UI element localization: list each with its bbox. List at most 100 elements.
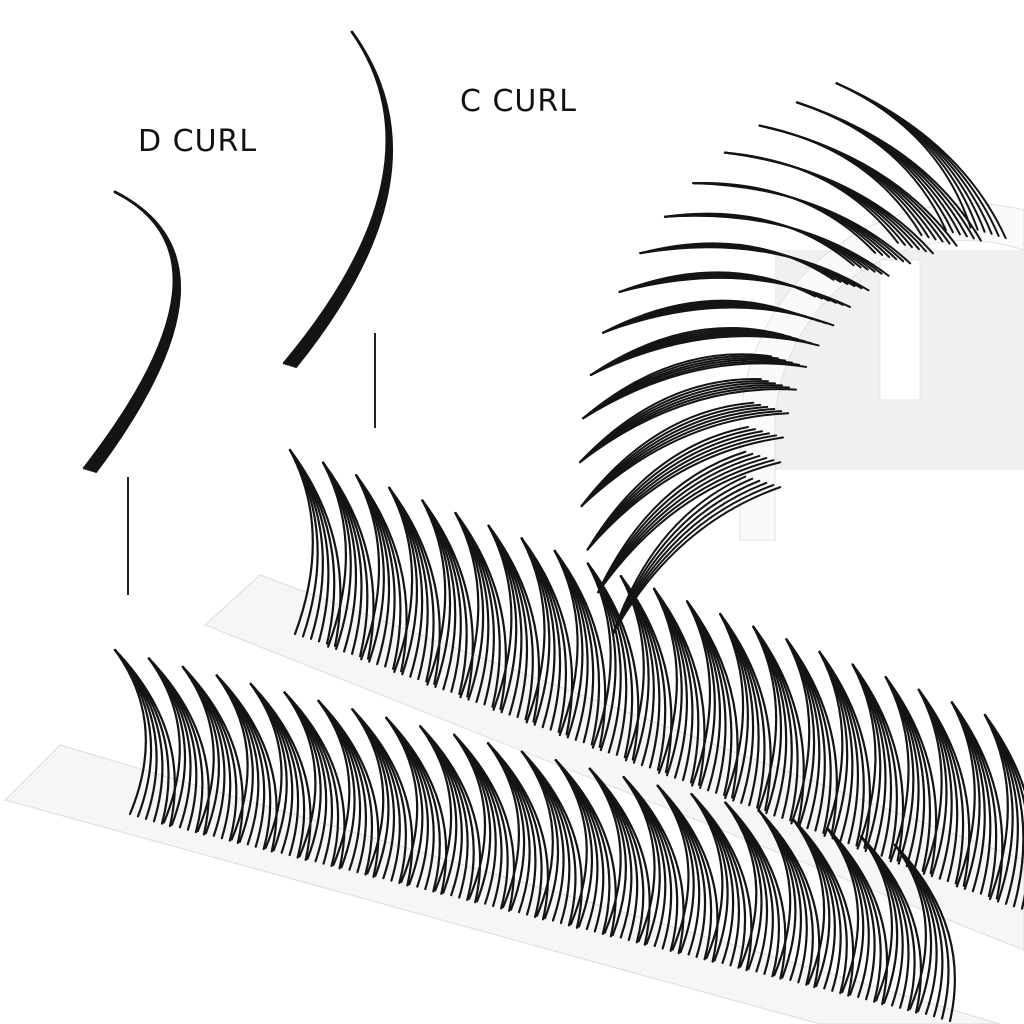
lash-fan	[690, 793, 753, 972]
lash-strand	[290, 30, 392, 367]
lash-fan	[586, 426, 785, 551]
d-curl-tape	[4, 744, 1001, 1024]
lash-strand	[283, 691, 346, 870]
lash-strand	[597, 461, 782, 594]
lash-strand	[317, 699, 380, 878]
lash-strand	[454, 511, 507, 711]
lash-strand	[724, 801, 787, 980]
lash-fan	[719, 612, 772, 812]
lash-strand	[453, 733, 516, 912]
lash-fan	[283, 691, 346, 870]
lash-strand	[288, 30, 391, 367]
lash-strand	[589, 335, 820, 376]
c-curl-lash-strip	[288, 448, 1024, 910]
lash-fan	[288, 448, 342, 648]
lash-strand	[321, 461, 375, 660]
lash-fan	[622, 776, 685, 955]
lash-fan	[486, 742, 549, 921]
lash-strand	[597, 457, 768, 594]
lash-strand	[582, 362, 808, 420]
lash-fan	[639, 242, 870, 292]
lash-strand	[851, 663, 905, 862]
lash-fan	[656, 784, 719, 963]
lash-strand	[792, 818, 855, 997]
lash-strand	[884, 676, 938, 875]
lash-strand	[419, 725, 482, 904]
lash-strand	[554, 759, 617, 938]
lash-strand	[758, 809, 821, 989]
lash-fan	[686, 600, 739, 799]
c-curl-single-lash	[282, 30, 394, 368]
lash-strand	[690, 793, 753, 972]
lash-strand	[602, 306, 835, 334]
lash-strand	[553, 549, 607, 749]
lash-strand	[622, 776, 685, 955]
lash-fan	[663, 212, 890, 277]
lash-fan	[181, 665, 244, 845]
lash-strand	[288, 448, 342, 648]
lash-fan	[553, 549, 607, 749]
lash-strand	[181, 665, 244, 845]
lash-fan	[419, 725, 482, 904]
lash-strand	[487, 524, 541, 723]
lash-fan	[758, 809, 821, 989]
lash-fan	[421, 499, 474, 698]
lash-strand	[286, 30, 390, 366]
lash-fan	[602, 299, 835, 334]
lash-strand	[486, 742, 549, 921]
lash-strand	[388, 486, 441, 685]
lash-strand	[619, 575, 673, 774]
lash-strand	[588, 767, 651, 946]
lash-holder-arch	[739, 203, 1024, 541]
lash-strand	[82, 190, 175, 470]
lash-fan	[826, 826, 889, 1006]
lash-fan	[385, 716, 448, 895]
lash-fan	[785, 638, 838, 837]
lash-strand	[652, 587, 706, 786]
lash-strand	[785, 638, 838, 837]
lash-fan	[520, 750, 583, 929]
lash-strand	[893, 843, 956, 1023]
lash-fan	[652, 587, 706, 786]
lash-fan	[453, 733, 516, 912]
lash-strand	[294, 30, 394, 368]
lash-fan	[586, 562, 640, 761]
lash-fan	[612, 475, 782, 635]
lash-fan	[215, 674, 278, 853]
lash-fan	[752, 625, 805, 824]
lash-fan	[795, 101, 982, 242]
lash-fan	[582, 353, 808, 420]
lash-fan	[723, 151, 934, 255]
lash-strand	[612, 475, 747, 635]
lash-fan	[388, 486, 441, 685]
lash-strand	[586, 562, 640, 761]
lash-fan	[618, 271, 851, 308]
lash-strand	[859, 835, 923, 1014]
lash-strand	[421, 499, 474, 698]
lash-fan	[851, 663, 905, 862]
lash-fan	[983, 713, 1024, 910]
lash-strand	[147, 657, 210, 836]
lash-strand	[835, 82, 1007, 240]
lash-strand	[639, 246, 870, 292]
arch-lash-strip	[579, 82, 1007, 635]
lash-strand	[215, 674, 278, 853]
lash-fan	[619, 575, 673, 774]
lash-fan	[818, 650, 872, 850]
lash-fan	[589, 327, 820, 376]
lash-strand	[113, 648, 176, 828]
lash-fan	[917, 688, 971, 887]
lash-fan	[792, 818, 855, 997]
lash-strand	[355, 474, 408, 673]
lash-strand	[950, 701, 1004, 900]
lash-strand	[917, 688, 971, 887]
lash-fan	[355, 474, 408, 673]
lash-fan	[893, 843, 956, 1023]
lash-strand	[284, 30, 389, 365]
lash-strand	[385, 716, 448, 895]
d-curl-label: D CURL	[138, 124, 258, 159]
lash-strand	[663, 214, 890, 277]
lash-strand	[692, 182, 912, 265]
